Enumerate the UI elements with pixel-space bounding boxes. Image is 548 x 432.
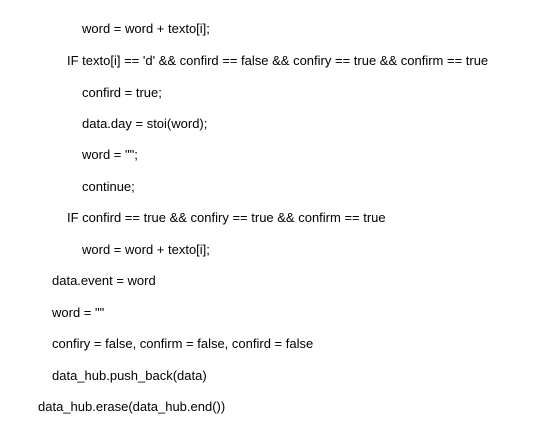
code-line: data.day = stoi(word); xyxy=(82,116,208,131)
code-line: continue; xyxy=(82,179,135,194)
code-line: confird = true; xyxy=(82,85,162,100)
code-line: word = word + texto[i]; xyxy=(82,242,210,257)
code-line: word = word + texto[i]; xyxy=(82,21,210,36)
code-line: data_hub.push_back(data) xyxy=(52,368,207,383)
code-line: word = ""; xyxy=(82,147,138,162)
code-line: IF texto[i] == 'd' && confird == false &… xyxy=(67,53,489,68)
code-line: confiry = false, confirm = false, confir… xyxy=(52,336,314,351)
code-line: word = "" xyxy=(52,305,105,320)
code-line: IF confird == true && confiry == true &&… xyxy=(67,210,386,225)
code-line: data.event = word xyxy=(52,273,156,288)
code-line: data_hub.erase(data_hub.end()) xyxy=(38,399,226,414)
